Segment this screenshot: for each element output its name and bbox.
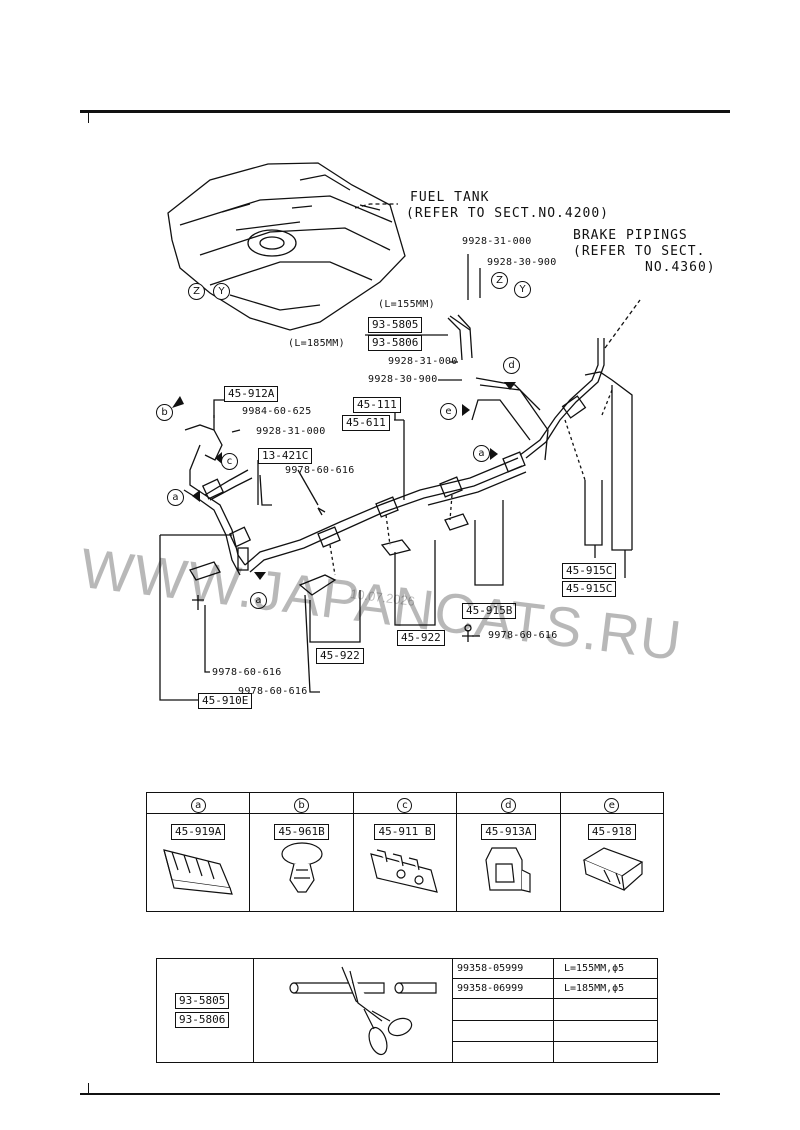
clip-table: a b c d e 45-919A 45-961B: [145, 792, 665, 912]
hose-illustration-cell: [253, 958, 453, 1063]
num-9978-60-616-d: 9978-60-616: [238, 686, 308, 697]
bottom-rule: [80, 1093, 720, 1095]
arrow-a-bottom: [254, 572, 266, 580]
hose-empty-3b: [553, 998, 658, 1021]
part-13-421C: 13-421C: [258, 448, 313, 464]
clip-cell-e: 45-918: [559, 813, 665, 912]
hose-empty-4b: [553, 1019, 658, 1042]
arrow-c: [215, 452, 222, 464]
clip-b-icon: [280, 842, 323, 893]
clip-header-a: a: [145, 792, 251, 814]
circle-a-bottom: a: [250, 592, 267, 609]
clip-cell-d: 45-913A: [456, 813, 561, 912]
num-9928-30-900-a: 9928-30-900: [487, 257, 557, 268]
scissors-hose-icon: [289, 966, 437, 1056]
part-93-5806: 93-5806: [368, 335, 423, 351]
clip-header-b: b: [249, 792, 354, 814]
num-9928-31-000-a: 9928-31-000: [462, 236, 532, 247]
num-9928-31-000-c: 9928-31-000: [256, 426, 326, 437]
hose-part-93-5806: 93-5806: [175, 1012, 230, 1028]
arrow-e: [462, 404, 470, 416]
part-45-922-b: 45-922: [316, 648, 364, 664]
num-9978-60-616-a: 9978-60-616: [285, 465, 355, 476]
fuel-tank-callout: FUEL TANK (REFER TO SECT.NO.4200): [406, 190, 610, 221]
num-9928-31-000-b: 9928-31-000: [388, 356, 458, 367]
hose-empty-3a: [452, 998, 554, 1021]
num-9978-60-616-c: 9978-60-616: [212, 667, 282, 678]
arrow-d: [504, 382, 516, 390]
hose-spec-1: L=155MM,ϕ5: [553, 957, 658, 980]
clip-header-c: c: [352, 792, 458, 814]
num-9978-60-616-b: 9978-60-616: [488, 630, 558, 641]
fuel-line-diagram: [159, 162, 641, 701]
hose-number-1: 99358-05999: [452, 957, 554, 980]
clip-cell-b: 45-961B: [249, 813, 354, 912]
top-tick: [88, 113, 89, 123]
circle-b: b: [156, 404, 173, 421]
clip-cell-a: 45-919A: [145, 813, 251, 912]
clip-d-icon: [485, 847, 531, 893]
hose-spec-2: L=185MM,ϕ5: [553, 978, 658, 1000]
clip-cell-c: 45-911 B: [352, 813, 458, 912]
hose-empty-5b: [553, 1040, 658, 1064]
hose-part-93-5805: 93-5805: [175, 993, 230, 1009]
brake-pipings-callout: BRAKE PIPINGS (REFER TO SECT. NO.4360): [573, 228, 716, 275]
part-45-611: 45-611: [342, 415, 390, 431]
circle-z-right: Z: [491, 272, 508, 289]
circle-e: e: [440, 403, 457, 420]
fuel-tank-outline: [167, 162, 406, 331]
len-185: (L=185MM): [288, 338, 345, 349]
arrow-b: [172, 396, 184, 408]
clip-a-icon: [163, 849, 234, 895]
clip-c-icon: [370, 849, 438, 893]
part-45-922-a: 45-922: [397, 630, 445, 646]
num-9984-60-625: 9984-60-625: [242, 406, 312, 417]
hose-parts-cell: 93-5805 93-5806: [156, 958, 254, 1063]
circle-y-right: Y: [514, 281, 531, 298]
bottom-tick: [88, 1083, 89, 1093]
clip-header-e: e: [559, 792, 665, 814]
circle-z-left: Z: [188, 283, 205, 300]
part-45-111: 45-111: [353, 397, 401, 413]
clip-e-icon: [582, 847, 644, 891]
hose-empty-4a: [452, 1019, 554, 1042]
circle-d: d: [503, 357, 520, 374]
arrow-a-right: [490, 448, 498, 460]
part-45-910E: 45-910E: [198, 693, 253, 709]
hose-number-2: 99358-06999: [452, 978, 554, 1000]
circle-y-left: Y: [213, 283, 230, 300]
circle-a-right: a: [473, 445, 490, 462]
clip-header-d: d: [456, 792, 561, 814]
hose-empty-5a: [452, 1040, 554, 1064]
part-45-915C-a: 45-915C: [562, 563, 617, 579]
part-45-915C-b: 45-915C: [562, 581, 617, 597]
num-9928-30-900-b: 9928-30-900: [368, 374, 438, 385]
top-rule: [80, 110, 730, 113]
part-93-5805: 93-5805: [368, 317, 423, 333]
hose-table: 93-5805 93-5806 99358-05999 L=155MM,ϕ5: [156, 957, 658, 1064]
circle-c: c: [221, 453, 238, 470]
part-45-912A: 45-912A: [224, 386, 279, 402]
circle-a-left: a: [167, 489, 184, 506]
arrow-a-left: [192, 490, 200, 502]
part-45-915B: 45-915B: [462, 603, 517, 619]
len-155: (L=155MM): [378, 299, 435, 310]
